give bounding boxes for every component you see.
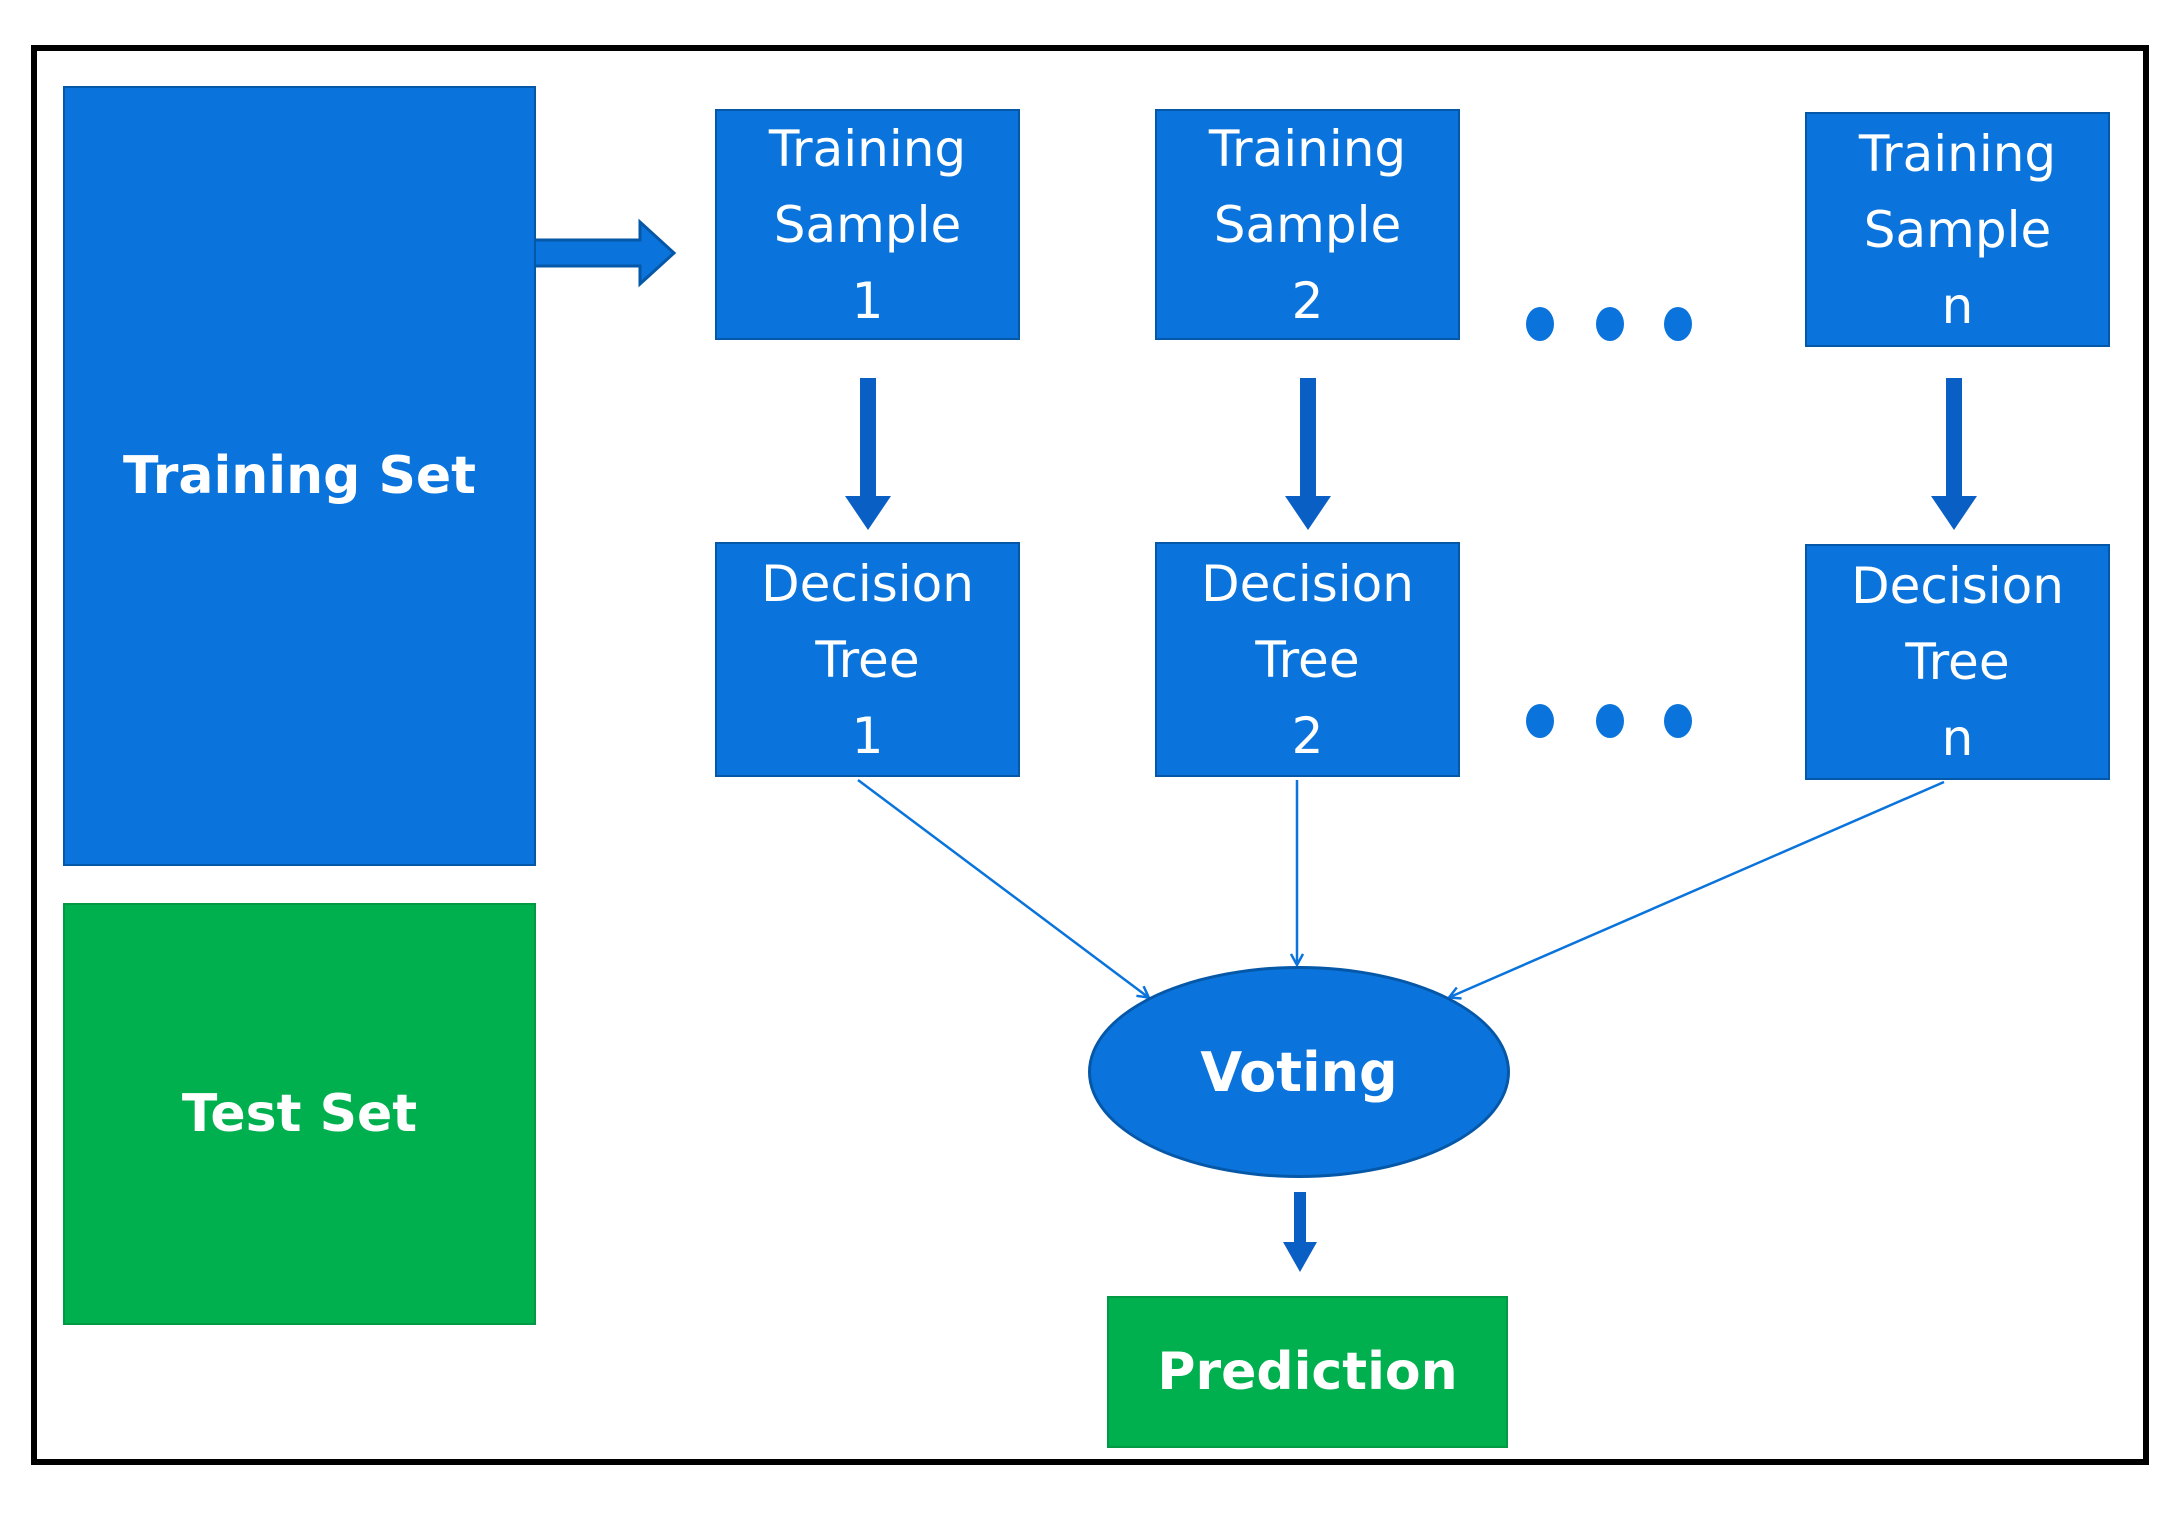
tree-1-line3: 1 [851,706,884,765]
tree-to-voting-arrow-n [1450,780,1945,997]
training-set-box: Training Set [63,86,536,866]
sample-to-tree-arrow-2 [1285,378,1331,530]
sample-1-line2: Sample [773,195,962,254]
tree-2-line3: 2 [1291,706,1324,765]
test-set-box: Test Set [63,903,536,1325]
decision-tree-box-2: Decision Tree 2 [1155,542,1460,777]
sample-1-line3: 1 [851,271,884,330]
tree-1-line2: Tree [815,630,920,689]
training-sample-box-1: Training Sample 1 [715,109,1020,340]
prediction-label: Prediction [1157,1342,1458,1402]
training-set-label: Training Set [122,446,477,506]
tree-n-line2: Tree [1905,633,2010,691]
tree-n-line1: Decision [1851,557,2064,615]
sample-2-line2: Sample [1213,195,1402,254]
ellipsis-dots-trees [1526,704,1692,738]
sample-n-line2: Sample [1863,200,2052,259]
tree-n-line3: n [1941,709,1974,767]
training-sample-box-n: Training Sample n [1805,112,2110,347]
voting-to-prediction-arrow [1283,1192,1317,1272]
test-set-label: Test Set [181,1084,418,1144]
sample-1-line1: Training [768,119,967,178]
diagram-frame [31,45,2149,1465]
voting-label: Voting [1200,1040,1398,1104]
ellipsis-dots-samples [1526,307,1692,341]
sample-n-line1: Training [1858,124,2057,183]
sample-2-line1: Training [1208,119,1407,178]
sample-2-line3: 2 [1291,271,1324,330]
decision-tree-box-1: Decision Tree 1 [715,542,1020,777]
sample-to-tree-arrow-n [1931,378,1977,530]
voting-ellipse: Voting [1088,966,1510,1178]
training-sample-box-2: Training Sample 2 [1155,109,1460,340]
prediction-box: Prediction [1107,1296,1508,1448]
decision-tree-box-n: Decision Tree n [1805,544,2110,780]
tree-2-line2: Tree [1255,630,1360,689]
sample-n-line3: n [1941,276,1974,335]
tree-to-voting-arrow-1 [857,778,1148,997]
tree-1-line1: Decision [761,554,974,613]
sample-to-tree-arrow-1 [845,378,891,530]
tree-2-line1: Decision [1201,554,1414,613]
